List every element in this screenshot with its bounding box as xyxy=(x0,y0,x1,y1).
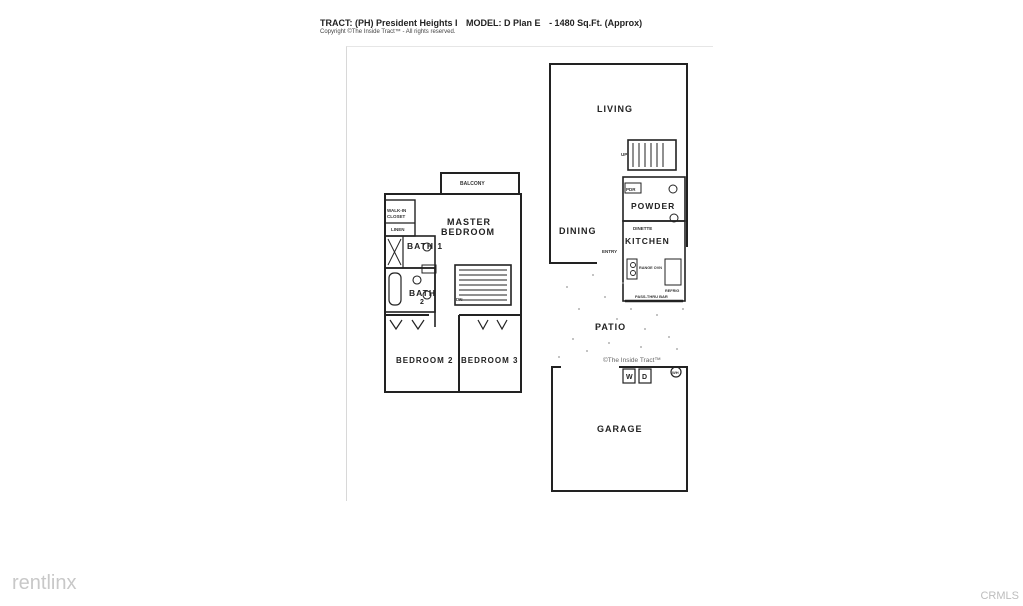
square-footage: - 1480 Sq.Ft. (Approx) xyxy=(549,18,643,28)
tract-name: TRACT: (PH) President Heights I xyxy=(320,18,458,28)
powder-label: POWDER xyxy=(631,201,675,211)
garage-label: GARAGE xyxy=(597,424,643,434)
refrigerator-label: REFRIG xyxy=(665,289,679,293)
floor-plan-sheet: BALCONY WALK-IN CLOSET LINEN MASTER BEDR… xyxy=(346,46,713,501)
pass-thru-bar-label: PASS-THRU BAR xyxy=(635,294,668,299)
crmls-watermark: CRMLS xyxy=(980,590,1019,602)
kitchen-label: KITCHEN xyxy=(625,236,670,246)
washer-label: W xyxy=(626,374,634,381)
patio-texture xyxy=(558,274,684,358)
copyright-line: Copyright ©The Inside Tract™ - All right… xyxy=(320,29,456,35)
model-name: MODEL: D Plan E xyxy=(466,18,541,28)
water-heater-label: WH xyxy=(672,370,679,375)
inside-tract-watermark: ©The Inside Tract™ xyxy=(603,356,661,364)
living-dining-outline xyxy=(549,63,688,264)
bath-1-label: BATH 1 xyxy=(407,241,443,251)
dinette-label: DINETTE xyxy=(633,226,652,231)
living-label: LIVING xyxy=(597,104,633,114)
dryer-label: D xyxy=(642,374,648,381)
master-bedroom-label-2: BEDROOM xyxy=(441,227,495,237)
bath-2-number: 2 xyxy=(420,299,425,306)
pdr-label: PDR xyxy=(626,187,636,192)
bath-2-label: BATH xyxy=(409,288,436,298)
linen-label: LINEN xyxy=(391,227,405,232)
walk-in-closet-label: WALK-IN xyxy=(387,208,406,213)
walk-in-closet-label-2: CLOSET xyxy=(387,214,406,219)
balcony-outline xyxy=(440,172,520,194)
patio-label: PATIO xyxy=(595,322,626,332)
master-bedroom-label: MASTER xyxy=(447,217,491,227)
up-stair-label: UP xyxy=(621,152,627,157)
range-oven-label: RANGE OVN xyxy=(639,266,662,270)
bedroom-3-label: BEDROOM 3 xyxy=(461,356,518,365)
plan-title: TRACT: (PH) President Heights I MODEL: D… xyxy=(320,18,648,28)
bedroom-2-label: BEDROOM 2 xyxy=(396,356,453,365)
rentlinx-watermark: rentlinx xyxy=(12,572,77,594)
balcony-label: BALCONY xyxy=(460,181,485,187)
entry-label: ENTRY xyxy=(602,249,617,254)
floor-plan-drawing: BALCONY WALK-IN CLOSET LINEN MASTER BEDR… xyxy=(384,63,688,492)
down-stair-label: DN xyxy=(456,297,463,302)
dining-label: DINING xyxy=(559,226,597,236)
